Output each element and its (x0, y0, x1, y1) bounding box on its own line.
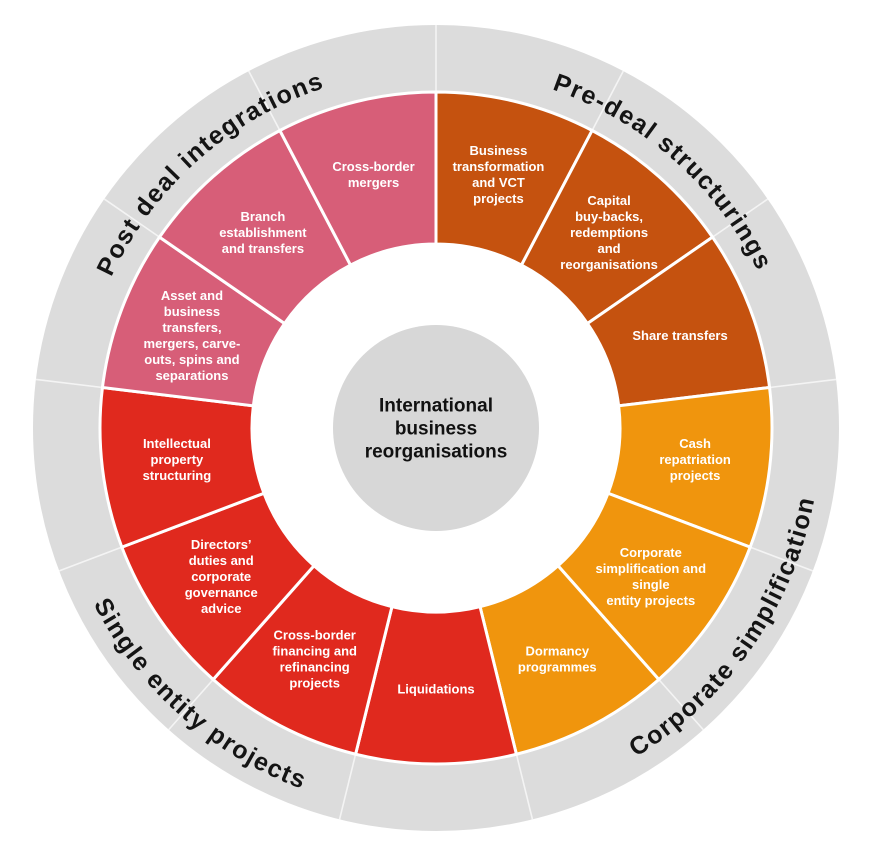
segment-label: Liquidations (397, 682, 474, 697)
ring-divider (658, 678, 704, 731)
segment-wedge (277, 90, 438, 268)
ring-divider (248, 70, 281, 131)
segment-label: Share transfers (632, 328, 727, 343)
ring-divider (749, 546, 814, 572)
center-circle (333, 325, 539, 531)
ring-divider (769, 378, 837, 389)
ring-divider (35, 378, 103, 389)
ring-divider (515, 754, 534, 820)
ring-divider (58, 546, 123, 572)
ring-divider (103, 198, 160, 238)
ring-divider (591, 70, 624, 131)
ring-divider (168, 678, 214, 731)
ring-divider (712, 198, 769, 238)
ring-divider (338, 754, 357, 820)
